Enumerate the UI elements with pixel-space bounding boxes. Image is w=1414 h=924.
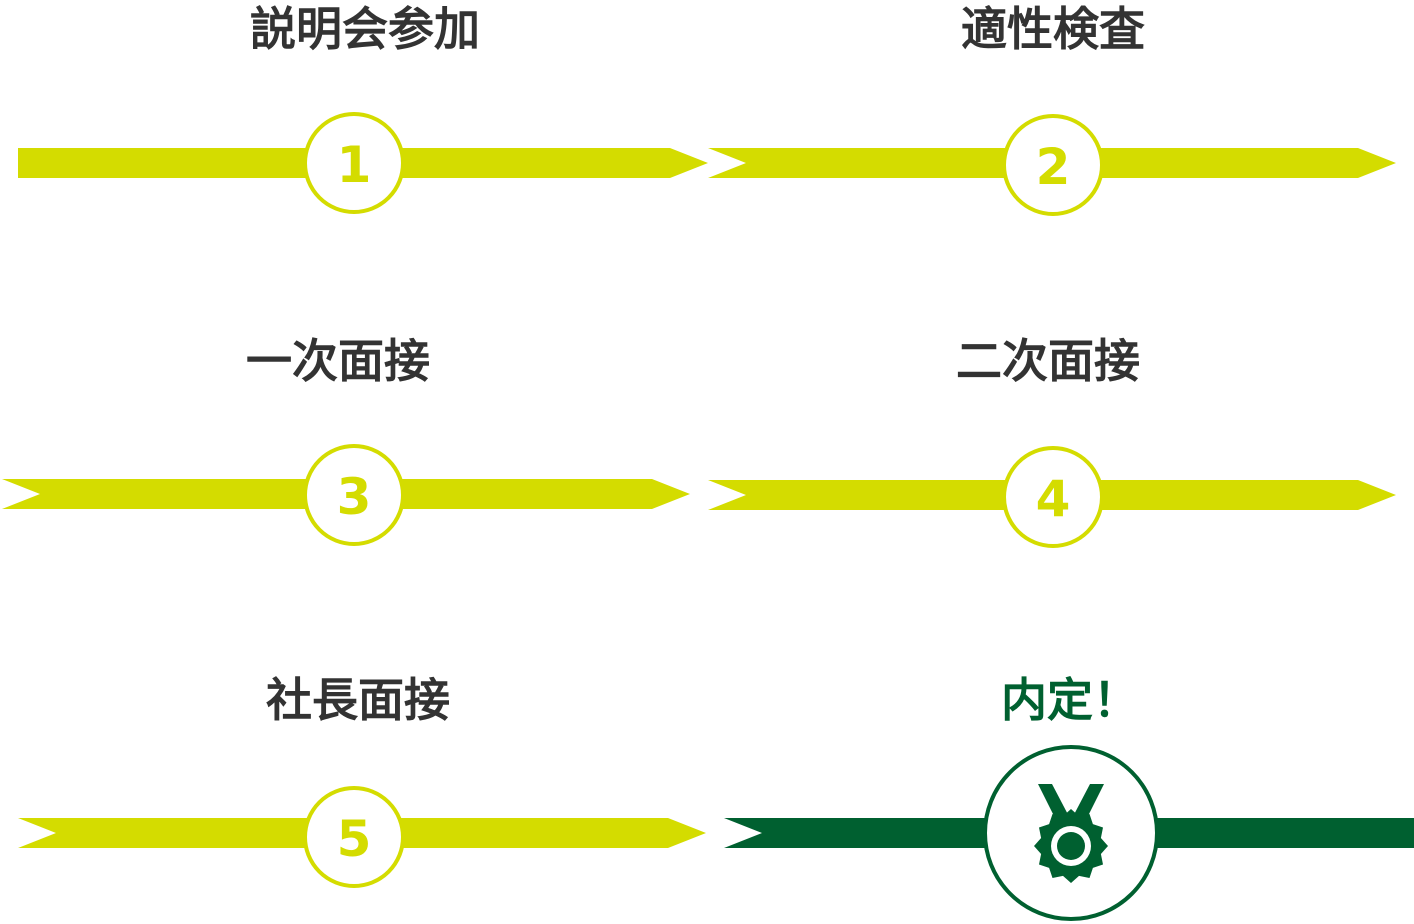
step-1-number: 1 xyxy=(337,136,372,194)
step-5-circle xyxy=(303,786,405,888)
step-5-number: 5 xyxy=(337,810,372,868)
final-title: 内定！ xyxy=(1001,673,1139,727)
step-4-title: 二次面接 xyxy=(956,334,1140,388)
step-2-number: 2 xyxy=(1036,138,1071,196)
step-2-circle xyxy=(1002,114,1104,216)
step-3-number: 3 xyxy=(337,468,372,526)
step-3-circle xyxy=(303,444,405,546)
step-4-number: 4 xyxy=(1036,470,1071,528)
step-1: 説明会参加 1 xyxy=(18,2,708,214)
step-3: 一次面接 3 xyxy=(2,334,690,546)
step-5: 社長面接 5 xyxy=(18,673,706,888)
step-2: 適性検査 2 xyxy=(708,2,1396,216)
final-step: 内定！ xyxy=(724,673,1414,921)
step-3-title: 一次面接 xyxy=(246,334,430,388)
step-4-circle xyxy=(1002,446,1104,548)
step-5-title: 社長面接 xyxy=(266,673,450,727)
step-2-title: 適性検査 xyxy=(961,2,1145,56)
step-1-title: 説明会参加 xyxy=(250,2,480,56)
step-4: 二次面接 4 xyxy=(708,334,1396,548)
medal-icon xyxy=(1034,784,1108,883)
step-1-circle xyxy=(303,112,405,214)
